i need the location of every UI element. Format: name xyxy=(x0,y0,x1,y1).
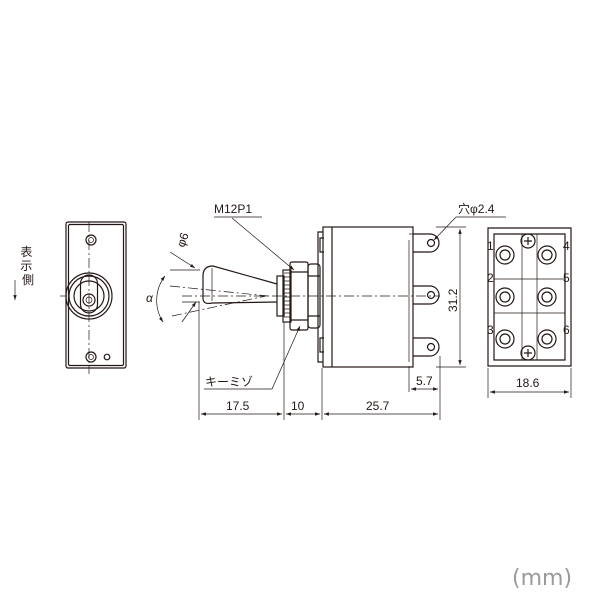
terminal-screw-6 xyxy=(537,329,557,349)
body-length-value: 25.7 xyxy=(366,399,390,413)
display-side-char-3: 側 xyxy=(22,273,34,287)
key-groove-label: キーミゾ xyxy=(205,375,253,389)
terminal-lug-bottom xyxy=(413,337,440,357)
length-dimensions: 17.5 10 25.7 xyxy=(198,302,438,420)
display-side-char-2: 示 xyxy=(20,259,32,273)
bushing-length-value: 10 xyxy=(291,399,305,413)
unit-label: (mm) xyxy=(512,566,572,591)
terminal-screw-5 xyxy=(537,287,557,307)
terminal-screw-2 xyxy=(495,287,515,307)
terminal-number-5: 5 xyxy=(563,271,570,285)
height-value: 31.2 xyxy=(446,288,460,312)
terminal-number-1: 1 xyxy=(487,239,494,253)
terminal-offset-value: 5.7 xyxy=(416,374,433,388)
phi6-label: φ6 xyxy=(174,230,192,249)
display-side-char-1: 表 xyxy=(20,245,32,259)
lever xyxy=(202,265,278,305)
base-width-dimension: 18.6 xyxy=(487,368,572,398)
base-width-value: 18.6 xyxy=(516,376,540,390)
phillips-screw-top xyxy=(520,233,536,249)
terminal-lug-top xyxy=(409,233,440,253)
terminal-lug-middle xyxy=(413,285,440,305)
alpha-callout: α xyxy=(146,275,166,323)
thread-callout: M12P1 xyxy=(214,202,295,271)
hole-label: 穴φ2.4 xyxy=(458,201,495,216)
side-view xyxy=(169,226,440,368)
switch-body xyxy=(322,226,414,368)
terminal-number-3: 3 xyxy=(487,323,494,337)
front-mount-hole-bottom xyxy=(85,351,97,363)
terminal-screw-3 xyxy=(495,329,515,349)
terminal-number-2: 2 xyxy=(487,271,494,285)
thread-label: M12P1 xyxy=(214,202,252,216)
lever-length-value: 17.5 xyxy=(226,399,250,413)
terminal-screw-1 xyxy=(495,245,515,265)
terminal-number-6: 6 xyxy=(563,323,570,337)
display-side-marker: 表 示 側 xyxy=(13,245,35,300)
hole-callout: 穴φ2.4 xyxy=(433,201,506,241)
front-mount-hole-top xyxy=(85,234,97,246)
height-dimension: 31.2 xyxy=(436,226,466,368)
key-groove-callout: キーミゾ xyxy=(204,325,301,390)
alpha-label: α xyxy=(146,291,154,305)
terminal-offset-dimension: 5.7 xyxy=(408,356,441,420)
phillips-screw-bottom xyxy=(520,345,536,361)
front-key-dot xyxy=(103,353,111,361)
terminal-screw-4 xyxy=(537,245,557,265)
phi6-callout: φ6 xyxy=(169,230,197,323)
rear-view: 1 2 3 4 5 6 xyxy=(487,227,572,367)
front-view xyxy=(60,221,127,374)
svg-text:表 示 側: 表 示 側 xyxy=(20,245,35,287)
terminal-number-4: 4 xyxy=(563,239,570,253)
